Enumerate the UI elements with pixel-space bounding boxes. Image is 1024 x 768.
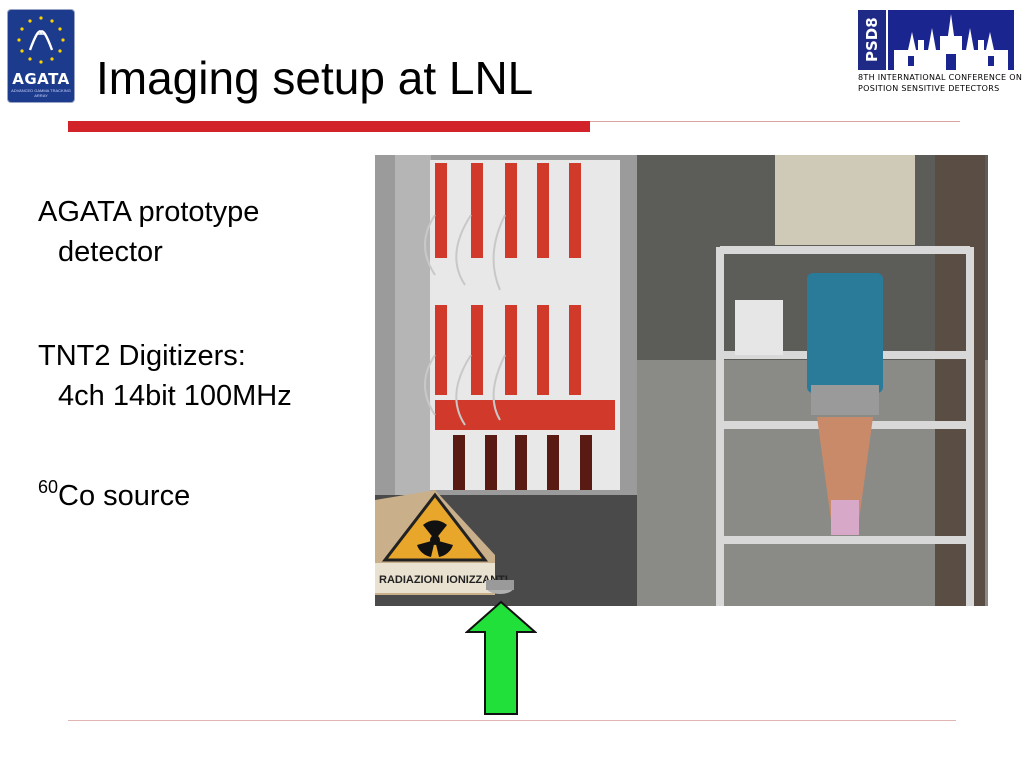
agata-logo-word: AGATA <box>12 70 70 88</box>
up-arrow-icon <box>465 600 537 715</box>
isotope-mass-number: 60 <box>38 477 59 497</box>
psd8-caption-line1: 8TH INTERNATIONAL CONFERENCE ON <box>858 73 1023 82</box>
psd8-logo-skyline <box>888 10 1014 70</box>
bullet-detector-line1: AGATA prototype <box>38 196 260 228</box>
bullet-digitizers: TNT2 Digitizers: 4ch 14bit 100MHz <box>38 336 292 416</box>
psd8-logo: PSD8 8TH INTERNATIONAL CONFERENCE ON <box>858 10 1023 96</box>
footer-rule <box>68 720 956 721</box>
setup-photo: RADIAZIONI IONIZZANTI <box>375 155 988 606</box>
radiation-warning-icon <box>417 520 453 557</box>
bullet-detector: AGATA prototype detector <box>38 192 259 272</box>
bullet-digitizers-line1: TNT2 Digitizers: <box>38 340 246 372</box>
bullet-source: 60Co source <box>38 476 190 516</box>
title-underline-thin <box>590 121 960 122</box>
slide-title: Imaging setup at LNL <box>96 52 534 104</box>
bullet-detector-line2: detector <box>58 236 163 268</box>
psd8-logo-caption: 8TH INTERNATIONAL CONFERENCE ON POSITION… <box>858 72 1023 94</box>
bullet-digitizers-line2: 4ch 14bit 100MHz <box>58 380 292 412</box>
cathedral-skyline-icon <box>894 14 1008 70</box>
psd8-caption-line2: POSITION SENSITIVE DETECTORS <box>858 84 1000 93</box>
setup-photo-illustration: RADIAZIONI IONIZZANTI <box>375 155 988 606</box>
agata-logo: AGATA ADVANCED GAMMA TRACKING ARRAY <box>8 10 74 102</box>
star-ring-icon <box>17 16 65 64</box>
psd8-logo-tag: PSD8 <box>858 10 886 70</box>
title-underline <box>68 121 590 132</box>
agata-logo-subtitle: ADVANCED GAMMA TRACKING ARRAY <box>11 88 71 98</box>
bullet-source-text: Co source <box>58 480 191 512</box>
radiation-sign-text: RADIAZIONI IONIZZANTI <box>379 574 508 586</box>
